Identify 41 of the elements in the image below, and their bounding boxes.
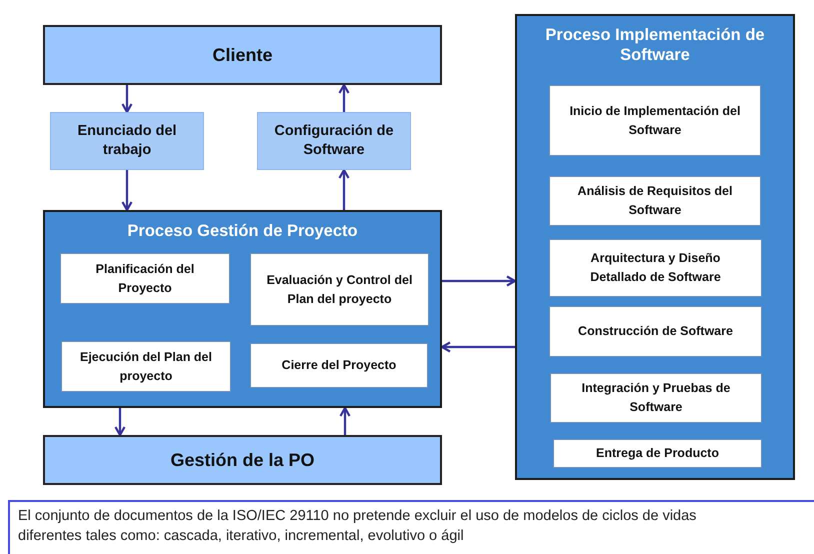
arrow [339,406,351,435]
arrow [442,275,516,287]
box-label: Cierre del Proyecto [282,357,396,374]
activity-box [553,439,762,468]
activity-box [550,373,762,423]
activity-box [549,306,762,357]
activity-box [60,253,230,304]
arrow [121,170,133,212]
artifact-box [50,112,204,170]
activity-box [250,343,428,388]
box-label: Construcción de Software [578,323,733,340]
box-label: Evaluación y Control del Plan del proyecto [266,272,414,308]
activity-box [61,341,231,392]
arrow [338,84,350,112]
box-label: Análisis de Requisitos del Software [576,183,734,219]
entity-box [43,25,442,85]
box-label: Enunciado del trabajo [76,122,178,160]
note-text: El conjunto de documentos de la ISO/IEC 29110 no pretende excluir el uso de modelos de ciclos de vidas diferentes tales como: cascada, iterativo, incremental, evolutivo o ágil [8,500,814,554]
box-label: Integración y Pruebas de Software [580,380,732,416]
container-title: Proceso Implementación de Software [544,26,766,66]
box-label: Cliente [212,44,272,66]
activity-box [549,239,762,297]
box-label: Configuración de Software [273,122,395,160]
arrow [338,168,350,210]
artifact-box [257,112,411,170]
box-label: Planificación del Proyecto [94,260,196,297]
box-label: Arquitectura y Diseño Detallado de Software [589,250,722,286]
activity-box [250,253,429,326]
box-label: Ejecución del Plan del proyecto [79,348,213,385]
process-container [43,210,442,408]
container-title: Proceso Gestión de Proyecto [127,222,358,242]
entity-box [43,435,442,485]
box-label: Entrega de Producto [596,445,719,462]
process-container [515,14,795,480]
arrow [121,85,133,114]
arrow [440,341,515,353]
box-label: Gestión de la PO [170,450,315,470]
box-label: Inicio de Implementación del Software [568,102,742,138]
activity-box [549,176,761,226]
activity-box [549,85,761,156]
arrow [114,408,126,436]
